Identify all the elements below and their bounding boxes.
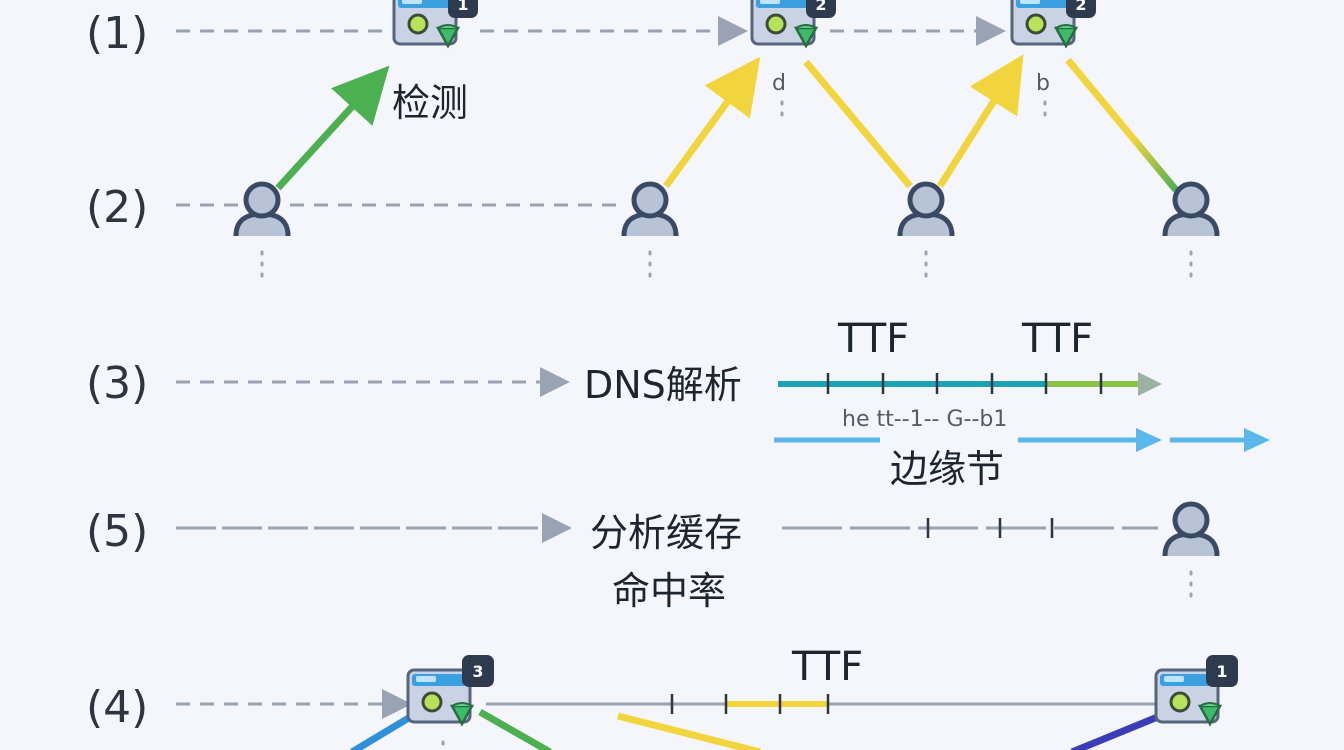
ttf-label-2: TTF [1021,316,1093,362]
server-badge [806,0,836,18]
server-badge [462,655,494,687]
dns-label: DNS解析 [584,363,742,407]
cache-ticks [926,518,1054,538]
dns-arrow-head [1138,372,1162,396]
row-label-5: (5) [86,506,148,557]
yellow-connector-lower [617,712,761,750]
edge-blue-arrow-1 [1136,428,1162,452]
row-label-1: (1) [86,8,148,59]
detect-label: 检测 [392,81,468,125]
user-icon [236,184,288,236]
yellow-green-connector-down [1065,57,1179,193]
b-label: b [1036,71,1050,96]
yellow-connector-up-1 [663,56,761,189]
edge-node-label: 边缘节 [890,447,1004,491]
indigo-connector-lower [1070,712,1162,750]
server-node-3: 2 [1010,0,1096,48]
ttf-label-3: TTF [791,644,863,690]
tick-caption: he tt--1-- G--b1 [842,407,1007,432]
server-badge [448,0,478,18]
row4-ticks [670,694,830,714]
user-icon [1165,184,1217,236]
row-label-4: (4) [86,682,148,733]
server-badge-number: 1 [1216,662,1227,681]
yellow-connector-up-2 [937,54,1024,188]
d-label: d [772,71,786,96]
server-node-2: 2 [750,0,836,48]
server-badge-number: 3 [472,662,483,681]
user-icon [1165,504,1217,556]
yellow-connector-down-1 [803,59,913,189]
server-badge-number: 2 [1075,0,1086,14]
user-icon [900,184,952,236]
user-icon [624,184,676,236]
server-badge [1066,0,1096,18]
server-badge [1206,655,1238,687]
edge-blue-arrow-2 [1244,428,1270,452]
cache-label-line1: 分析缓存 [590,511,742,555]
server-node-5: 1 [1154,655,1238,726]
server-badge-number: 2 [815,0,826,14]
row-label-3: (3) [86,358,148,409]
ttf-label-1: TTF [837,316,909,362]
dns-ticks [826,373,1103,394]
server-badge-number: 1 [457,0,468,14]
server-node-4: 3 [406,655,494,726]
blue-connector-left [350,712,414,750]
cache-label-line2: 命中率 [612,569,726,613]
green-connector [275,65,390,191]
server-node-1: 1 [392,0,478,48]
row-label-2: (2) [86,182,148,233]
green-connector-lower [478,708,552,750]
